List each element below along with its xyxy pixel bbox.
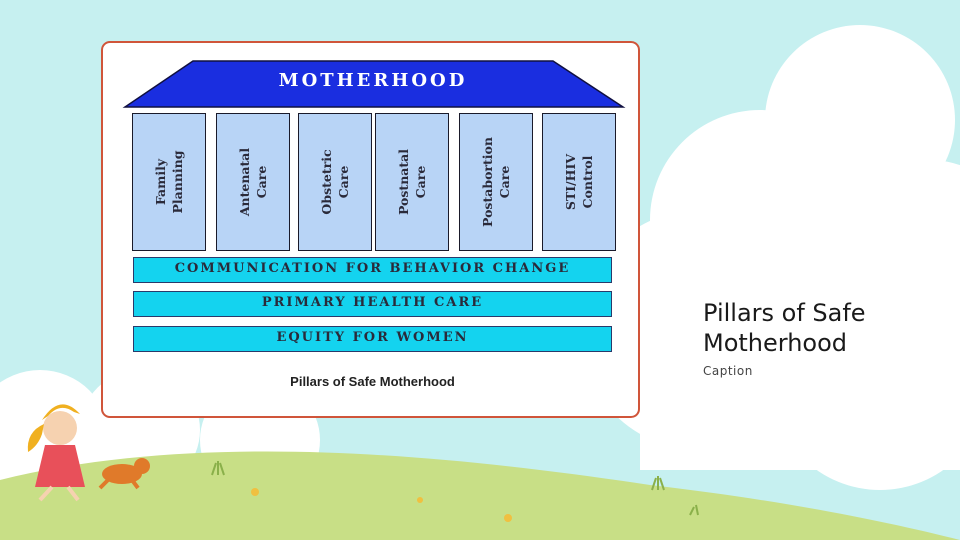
roof-shape xyxy=(122,60,626,108)
figure-caption: Pillars of Safe Motherhood xyxy=(290,374,455,389)
dog-illustration xyxy=(98,458,150,490)
band-equity-for-women: EQUITY FOR WOMEN xyxy=(133,326,612,352)
flower-icon xyxy=(251,488,512,522)
grass-tuft-icon xyxy=(211,461,699,516)
roof-label-main: MOTHERHOOD xyxy=(278,70,468,91)
grass-hill xyxy=(0,451,960,540)
band-communication: COMMUNICATION FOR BEHAVIOR CHANGE xyxy=(133,257,612,283)
roof-label-top: SAFE xyxy=(346,47,400,57)
slide-caption: Caption xyxy=(703,364,753,378)
girl-illustration xyxy=(27,404,85,502)
cloud-shape xyxy=(580,25,960,490)
band-primary-health-care: PRIMARY HEALTH CARE xyxy=(133,291,612,317)
slide-title: Pillars of Safe Motherhood xyxy=(703,299,866,357)
